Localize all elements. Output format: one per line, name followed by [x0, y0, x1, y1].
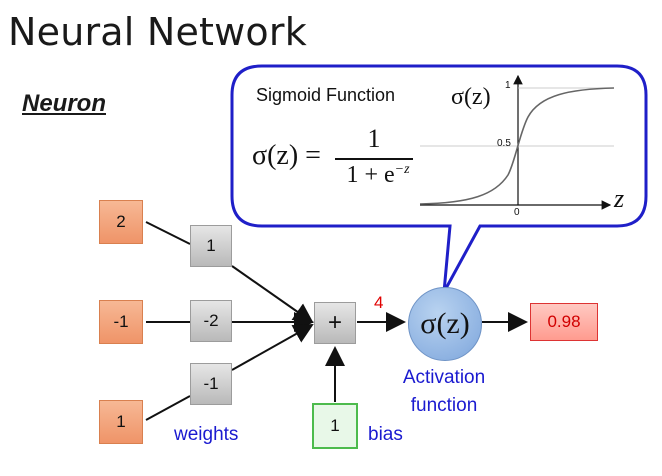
formula-denominator-base: 1 + e — [346, 162, 395, 188]
weight-node-2: -2 — [190, 300, 232, 342]
input-node-3: 1 — [99, 400, 143, 444]
callout-bubble — [230, 64, 648, 293]
activation-label-line2: function — [410, 395, 478, 416]
output-node: 0.98 — [530, 303, 598, 341]
weight-node-3: -1 — [190, 363, 232, 405]
page-title: Neural Network — [8, 10, 307, 54]
bias-label: bias — [368, 424, 403, 445]
connection-line — [145, 221, 191, 245]
formula-numerator: 1 — [367, 124, 381, 153]
plot-tick-05: 0.5 — [497, 138, 511, 149]
sigmoid-curve — [419, 87, 615, 205]
plot-sigma-label: σ(z) — [451, 84, 491, 110]
neuron-symbol: σ(z) — [420, 307, 470, 340]
callout-title: Sigmoid Function — [256, 85, 396, 105]
activation-label: Activation function — [384, 364, 504, 420]
formula-fraction-bar — [335, 158, 413, 160]
plot-axis-z-label: z — [614, 184, 625, 213]
sigmoid-plot — [419, 74, 615, 210]
weight-node-1: 1 — [190, 225, 232, 267]
connection-line — [231, 324, 314, 371]
input-node-2: -1 — [99, 300, 143, 344]
connection-line — [231, 265, 314, 324]
activation-neuron: σ(z) — [408, 287, 482, 361]
bias-node: 1 — [312, 403, 358, 449]
formula-lhs: σ(z) = — [252, 140, 321, 172]
formula-denominator: 1 + e−z — [335, 162, 421, 189]
summation-node: + — [314, 302, 356, 344]
sum-value: 4 — [374, 293, 384, 312]
plot-tick-1: 1 — [505, 80, 511, 91]
plot-tick-0: 0 — [514, 207, 520, 218]
activation-label-line1: Activation — [402, 367, 486, 388]
formula-lhs-text: σ(z) = — [252, 140, 321, 171]
formula-exponent: −z — [394, 162, 410, 177]
section-subtitle: Neuron — [22, 90, 106, 117]
weights-label: weights — [174, 424, 239, 445]
input-node-1: 2 — [99, 200, 143, 244]
connection-line — [145, 395, 191, 421]
